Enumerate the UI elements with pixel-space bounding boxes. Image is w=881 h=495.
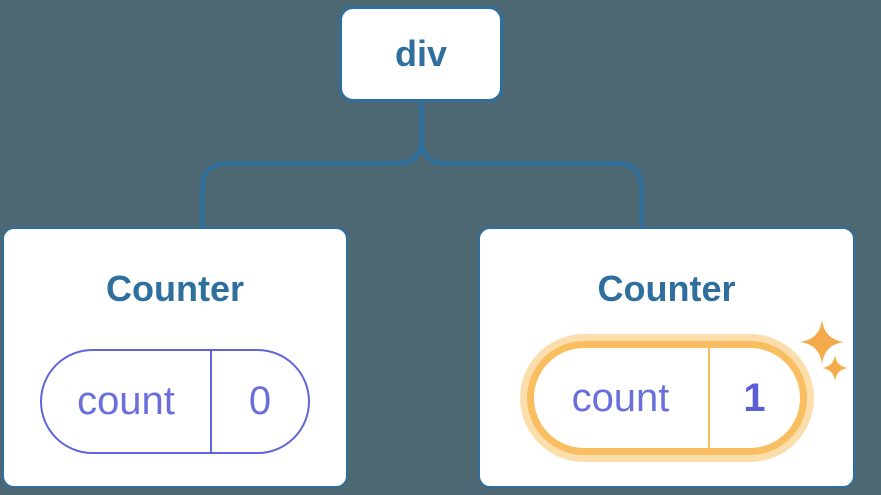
root-node-div: div — [339, 6, 503, 102]
state-value: 1 — [743, 375, 766, 420]
sparkle-small — [822, 355, 848, 381]
sparkles-icon — [800, 320, 848, 381]
state-label: count — [42, 351, 212, 452]
state-label: count — [534, 348, 710, 448]
root-node-label: div — [394, 33, 447, 74]
counter-card-left: Counter count 0 — [2, 227, 348, 488]
component-title: Counter — [597, 268, 736, 309]
state-pill: count 0 — [40, 349, 310, 454]
sparkle-large — [800, 320, 844, 364]
state-pill-highlighted: count 1 — [526, 341, 807, 455]
state-value: 0 — [248, 379, 272, 423]
component-title: Counter — [106, 268, 244, 309]
connector-right-branch — [419, 100, 644, 228]
counter-card-right: Counter count 1 — [478, 227, 855, 488]
connector-left-branch — [200, 100, 424, 228]
